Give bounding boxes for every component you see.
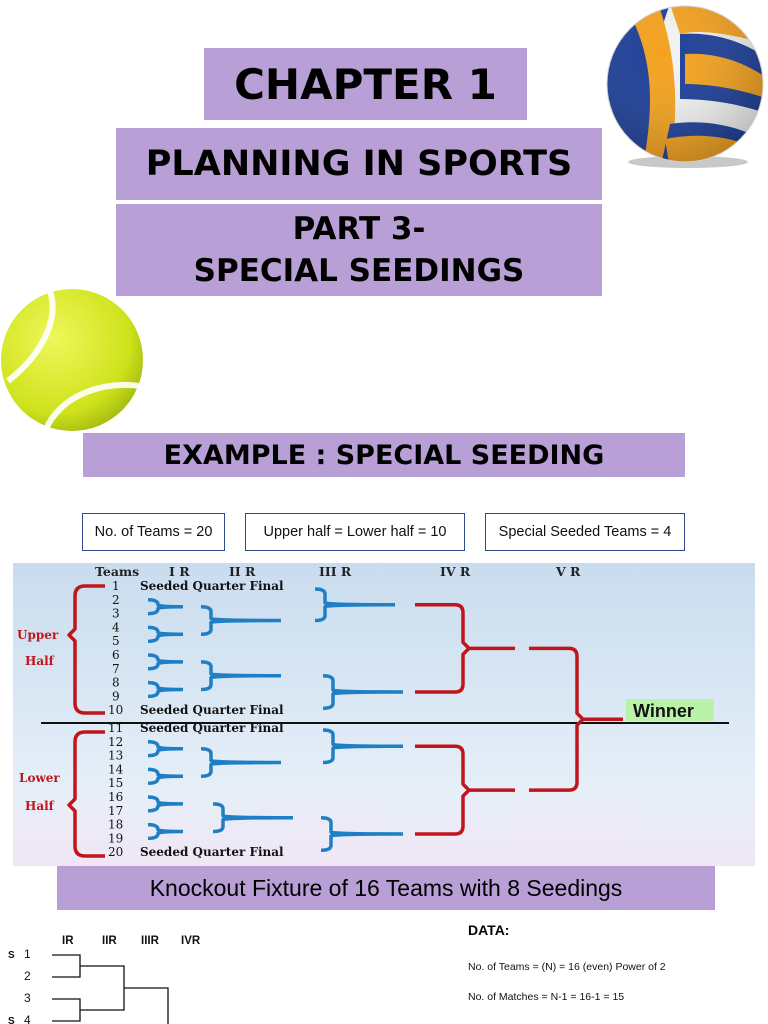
planning-title: PLANNING IN SPORTS <box>116 128 602 200</box>
round3-match-2 <box>322 673 404 710</box>
small-team-number: 1 <box>24 947 31 961</box>
data-line-teams: No. of Teams = (N) = 16 (even) Power of … <box>468 961 666 973</box>
round1-match-5 <box>147 740 184 758</box>
team-number-9: 9 <box>112 689 120 703</box>
team-number-13: 13 <box>108 749 123 763</box>
small-round-2: IIR <box>102 935 117 947</box>
info-box-teams: No. of Teams = 20 <box>82 513 225 551</box>
round1-match-7 <box>147 795 184 813</box>
round-header-2: II R <box>229 564 256 579</box>
data-title: DATA: <box>468 922 510 938</box>
round-header-5: V R <box>555 564 581 579</box>
seed-marker: S <box>8 950 15 961</box>
small-round-4: IVR <box>181 935 201 947</box>
team-number-14: 14 <box>108 762 124 776</box>
info-box-halves: Upper half = Lower half = 10 <box>245 513 465 551</box>
team-number-1: 1 <box>112 579 120 593</box>
tennis-ball-image <box>1 289 143 433</box>
team-number-15: 15 <box>108 776 123 790</box>
round3-match-4 <box>320 815 404 852</box>
info-box-special: Special Seeded Teams = 4 <box>485 513 685 551</box>
part-line-1: PART 3- <box>292 211 426 247</box>
round4-match-upper <box>415 603 515 694</box>
round-header-3: III R <box>319 564 352 579</box>
data-line-matches: No. of Matches = N-1 = 16-1 = 15 <box>468 991 625 1003</box>
round3-match-1 <box>314 587 396 623</box>
part-line-2: SPECIAL SEEDINGS <box>193 253 525 289</box>
upper-half-label-2: Half <box>25 654 55 668</box>
round4-match-lower <box>415 744 515 836</box>
team-number-6: 6 <box>112 648 120 662</box>
round1-match-1 <box>147 598 184 616</box>
winner-label: Winner <box>633 701 694 721</box>
round2-match-2 <box>200 660 282 692</box>
round-header-4: IV R <box>440 564 471 579</box>
team-number-8: 8 <box>112 676 120 690</box>
round-header-teams: Teams <box>95 564 139 579</box>
lower-half-label-1: Lower <box>19 771 60 785</box>
final-match <box>529 646 623 792</box>
team-number-5: 5 <box>112 634 120 648</box>
team-number-19: 19 <box>108 831 123 845</box>
round1-match-3 <box>147 653 184 671</box>
seeded-quarter-final-note: Seeded Quarter Final <box>140 721 284 735</box>
round2-match-1 <box>200 604 282 637</box>
small-round-3: IIIR <box>141 935 160 947</box>
team-number-7: 7 <box>112 662 120 676</box>
special-seeding-bracket: Teams I R II R III R IV R V R Upper Half… <box>13 563 755 866</box>
round1-match-6 <box>147 767 184 785</box>
small-team-number: 4 <box>24 1013 31 1024</box>
team-number-18: 18 <box>108 818 123 832</box>
round2-match-3 <box>200 746 282 779</box>
round2-match-4 <box>212 802 294 834</box>
lower-half-brace <box>67 730 105 858</box>
chapter-title: CHAPTER 1 <box>204 48 527 120</box>
volleyball-image <box>606 5 764 168</box>
small-team-number: 3 <box>24 991 31 1005</box>
team-number-10: 10 <box>108 703 123 717</box>
winner-box <box>626 699 714 721</box>
upper-half-brace <box>67 584 105 715</box>
small-round-1: IR <box>62 935 74 947</box>
team-number-12: 12 <box>108 735 123 749</box>
round1-match-8 <box>147 822 184 841</box>
round-header-1: I R <box>169 564 190 579</box>
seeded-quarter-final-note: Seeded Quarter Final <box>140 845 284 859</box>
team-number-2: 2 <box>112 593 120 607</box>
upper-half-label-1: Upper <box>17 628 59 642</box>
seeded-quarter-final-note: Seeded Quarter Final <box>140 703 284 717</box>
example-heading: EXAMPLE : SPECIAL SEEDING <box>83 433 685 477</box>
round1-match-4 <box>147 680 184 699</box>
small-team-number: 2 <box>24 969 31 983</box>
team-number-17: 17 <box>108 804 123 818</box>
round1-match-2 <box>147 625 184 643</box>
seeded-quarter-final-note: Seeded Quarter Final <box>140 579 284 593</box>
team-number-4: 4 <box>112 620 120 634</box>
knockout-fixture-heading: Knockout Fixture of 16 Teams with 8 Seed… <box>57 866 715 910</box>
round3-match-3 <box>322 728 404 765</box>
team-number-16: 16 <box>108 790 123 804</box>
seed-marker: S <box>8 1016 15 1024</box>
part-title: PART 3- SPECIAL SEEDINGS <box>116 204 602 296</box>
team-number-20: 20 <box>108 845 123 859</box>
team-number-3: 3 <box>112 607 120 621</box>
lower-half-label-2: Half <box>25 799 55 813</box>
team-number-11: 11 <box>108 721 123 735</box>
